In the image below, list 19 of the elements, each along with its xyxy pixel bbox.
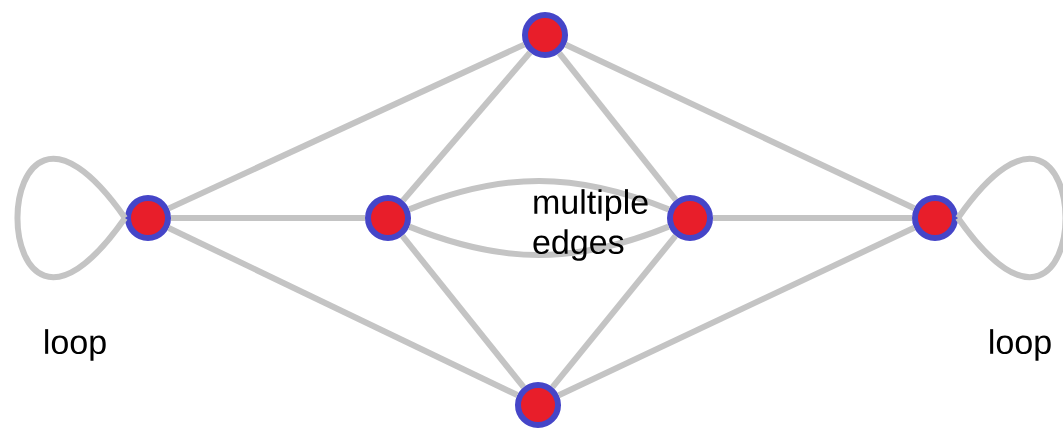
vertex-circle: [912, 195, 958, 241]
loop-edge: [955, 157, 1063, 279]
vertex-circle: [667, 195, 713, 241]
edge-line: [171, 215, 365, 221]
edge-line: [556, 51, 679, 202]
edge-line: [408, 223, 670, 259]
vertex-circle: [515, 382, 561, 428]
edge-line: [400, 50, 533, 203]
edge-line: [400, 234, 526, 389]
edge-line: [564, 42, 916, 211]
edge-line: [557, 225, 916, 398]
edge-line: [408, 177, 670, 213]
vertex-circle: [522, 12, 568, 58]
loop-edge: [14, 157, 128, 279]
edge-line: [167, 41, 526, 212]
edge-line: [167, 225, 519, 398]
edge-line: [550, 233, 678, 390]
vertex-circle: [125, 195, 171, 241]
vertex-circle: [365, 195, 411, 241]
